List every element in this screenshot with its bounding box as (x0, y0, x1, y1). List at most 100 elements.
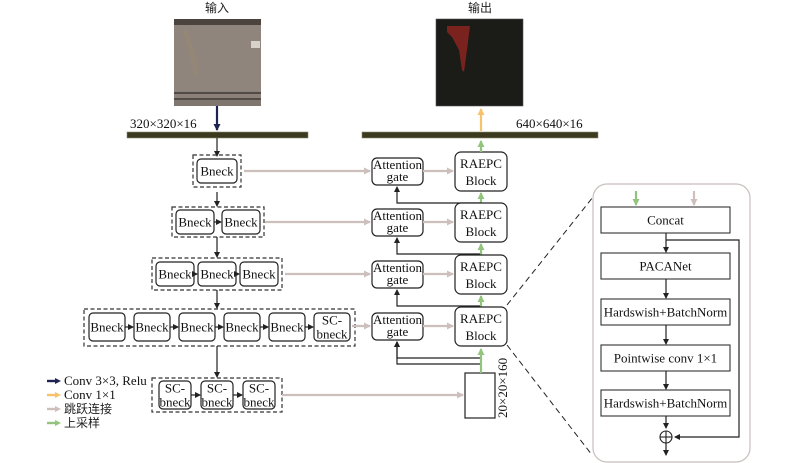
zoom-guide-line (506, 191, 598, 306)
raepc-step-pacanet: PACANet (600, 252, 731, 280)
input-dims: 320×320×16 (130, 116, 197, 131)
legend-item: Conv 1×1 (47, 387, 116, 402)
raepc-block-line1: RAEPC (460, 259, 502, 274)
legend-arrowhead-icon (55, 378, 61, 384)
encoder-stage-3: Bneck Bneck Bneck (151, 257, 283, 291)
raepc-block-line2: Block (465, 224, 497, 239)
raepc-block: RAEPC Block (454, 151, 508, 192)
attention-gate-line1: Attention (373, 157, 423, 172)
input-feature-bar (126, 131, 309, 139)
bneck-block: Bneck (239, 261, 279, 287)
bneck-block-label: Bneck (158, 267, 192, 282)
legend-label: Conv 1×1 (64, 387, 116, 402)
attention-gate-line1: Attention (373, 312, 423, 327)
raepc-detail-panel: ConcatPACANetHardswish+BatchNormPointwis… (592, 183, 751, 463)
input-title: 输入 (205, 0, 229, 15)
raepc-block-line2: Block (465, 173, 497, 188)
attention-gate-line2: gate (387, 220, 409, 235)
sc-bneck-block: SC-bneck (158, 380, 192, 410)
stage-dashed-frame (83, 308, 356, 347)
stage-dashed-frame (151, 257, 283, 291)
gating-signal-arrow (394, 289, 481, 307)
raepc-step-concat: Concat (600, 206, 731, 234)
output-image (435, 18, 524, 107)
legend-label: Conv 3×3, Relu (64, 373, 147, 388)
bneck-block: Bneck (221, 209, 261, 235)
attention-gate-line2: gate (387, 272, 409, 287)
raepc-block: RAEPC Block (454, 254, 508, 295)
raepc-step-label: PACANet (639, 259, 692, 274)
bneck-block-label: Bneck (225, 320, 259, 335)
raepc-step-hardswish-batchnorm: Hardswish+BatchNorm (600, 298, 731, 326)
sc-bneck-block-label: SC-bneck (243, 381, 275, 410)
raepc-block-line1: RAEPC (460, 311, 502, 326)
legend-item: Conv 3×3, Relu (47, 373, 147, 388)
raepc-step-hardswish-batchnorm: Hardswish+BatchNorm (600, 389, 731, 417)
stage-dashed-frame (171, 206, 265, 238)
bneck-block-label: Bneck (178, 215, 212, 230)
bneck-block-label: Bneck (224, 215, 258, 230)
bneck-block: Bneck (175, 209, 215, 235)
raepc-block-line1: RAEPC (460, 207, 502, 222)
bneck-block-label: Bneck (200, 164, 234, 179)
encoder-stage-5: SC-bneck SC-bneck SC-bneck (151, 377, 283, 413)
bneck-block-label: Bneck (135, 320, 169, 335)
attention-gate-line2: gate (387, 169, 409, 184)
raepc-block-line2: Block (465, 276, 497, 291)
bneck-block: Bneck (178, 312, 216, 342)
bottleneck-feature-box (464, 372, 496, 419)
legend-label: 上采样 (64, 415, 100, 430)
bneck-block-label: Bneck (200, 267, 234, 282)
bneck-block: Bneck (196, 158, 238, 184)
bottleneck-dims: 20×20×160 (495, 358, 510, 418)
stage-dashed-frame (192, 154, 242, 188)
raepc-block-line1: RAEPC (460, 156, 502, 171)
gating-signal-arrow (394, 237, 481, 255)
input-image (174, 19, 261, 106)
attention-gate-line2: gate (387, 324, 409, 339)
raepc-step-label: Concat (647, 213, 684, 228)
bneck-block-label: Bneck (90, 320, 124, 335)
bneck-block: Bneck (223, 312, 261, 342)
raepc-block-line2: Block (465, 328, 497, 343)
raepc-step-label: Hardswish+BatchNorm (604, 396, 728, 411)
raepc-step-pointwise-conv-1-1: Pointwise conv 1×1 (600, 344, 731, 372)
attention-gate-line1: Attention (373, 208, 423, 223)
legend-arrowhead-icon (55, 420, 61, 426)
legend-arrowhead-icon (55, 392, 61, 398)
decoder: AttentiongateRAEPCBlockAttentiongateRAEP… (371, 151, 508, 365)
output-feature-bar (361, 131, 599, 139)
encoder-stage-2: Bneck Bneck (171, 206, 265, 238)
legend-item: 上采样 (47, 415, 100, 430)
encoder-stage-4: Bneck Bneck Bneck Bneck Bneck SC-bneck (83, 308, 356, 347)
sc-bneck-block: SC-bneck (200, 380, 234, 410)
sc-bneck-block-label: SC-bneck (316, 313, 348, 342)
bneck-block-label: Bneck (270, 320, 304, 335)
raepc-step-label: Hardswish+BatchNorm (604, 305, 728, 320)
gating-signal-arrow (394, 341, 481, 365)
bneck-block: Bneck (133, 312, 171, 342)
bneck-block: Bneck (268, 312, 306, 342)
sc-bneck-block-label: SC-bneck (159, 381, 191, 410)
bneck-block: Bneck (88, 312, 126, 342)
legend-item: 跳跃连接 (47, 401, 112, 416)
zoom-guide-line (506, 344, 593, 456)
raepc-step-label: Pointwise conv 1×1 (614, 351, 717, 366)
raepc-block: RAEPC Block (454, 202, 508, 243)
raepc-block: RAEPC Block (454, 306, 508, 347)
bneck-block: Bneck (155, 261, 195, 287)
bneck-block-label: Bneck (242, 267, 276, 282)
output-title: 输出 (468, 0, 492, 15)
legend-arrowhead-icon (55, 406, 61, 412)
